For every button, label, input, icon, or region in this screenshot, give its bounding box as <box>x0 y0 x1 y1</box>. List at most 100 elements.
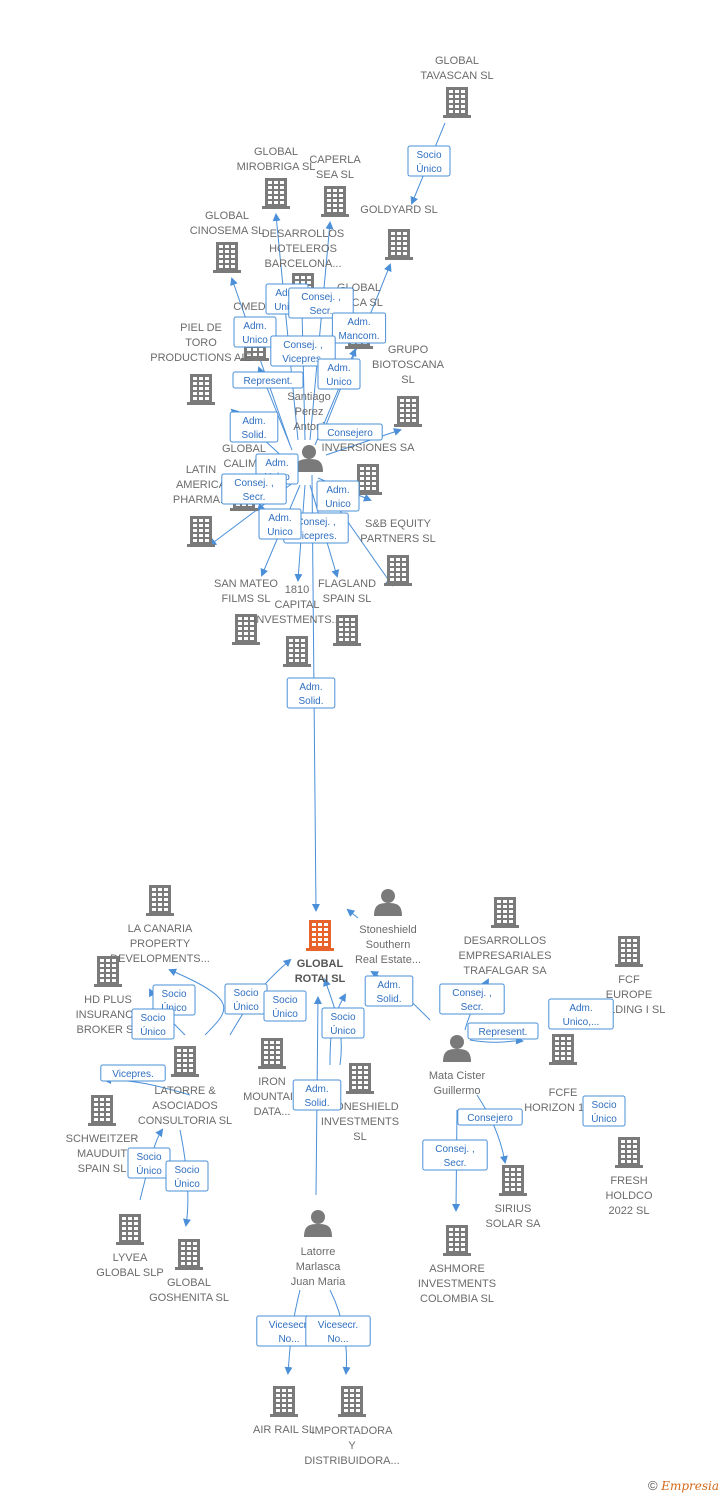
relation-badge[interactable]: Vicesecr.No... <box>305 1315 371 1347</box>
edge-21 <box>168 968 225 1036</box>
node-airrail[interactable]: AIR RAIL SL <box>253 1386 315 1436</box>
node-label: PROPERTY <box>130 938 191 950</box>
relation-badge[interactable]: Adm.Solid. <box>286 677 336 709</box>
relation-label: Socio <box>272 995 297 1006</box>
node-label: Antoni <box>293 421 324 433</box>
edge-10 <box>325 428 402 456</box>
edge-5 <box>230 277 291 446</box>
relation-label: Consej. , <box>234 478 273 489</box>
relation-badge[interactable]: Consej. ,Secr. <box>422 1139 488 1171</box>
relation-badge[interactable]: Consej. ,Secr. <box>221 473 287 505</box>
relation-badge[interactable]: Adm.Unico <box>317 358 361 390</box>
relation-badge[interactable]: Adm.Unico <box>258 508 302 540</box>
relation-label: Vicesecr. <box>269 1320 309 1331</box>
copyright-footer: © Empresia <box>648 1478 719 1493</box>
relation-badge[interactable]: Consejero <box>457 1108 523 1126</box>
node-label: Stoneshield <box>359 924 417 936</box>
relation-badge[interactable]: Represent. <box>232 371 304 389</box>
relation-badge[interactable]: Consejero <box>317 423 383 441</box>
node-inversiones[interactable]: INVERSIONES SA <box>322 442 416 495</box>
relation-badge[interactable]: Adm.Mancom. <box>331 312 387 344</box>
edge-3 <box>309 221 334 441</box>
node-latin[interactable]: LATINAMERICAPHARMA... <box>173 464 229 547</box>
relation-badge[interactable]: Adm.Solid. <box>229 411 279 443</box>
node-label: S&B EQUITY <box>365 518 432 530</box>
node-label: SL <box>353 1131 366 1143</box>
node-label: DISTRIBUIDORA... <box>304 1455 399 1467</box>
relation-label: Secr. <box>444 1158 467 1169</box>
node-label: Santiago <box>287 391 330 403</box>
relation-label: Unico <box>274 302 300 313</box>
node-importadora[interactable]: IMPORTADORAYDISTRIBUIDORA... <box>304 1386 400 1467</box>
relation-badge[interactable]: Consej. ,Secr. <box>439 983 505 1015</box>
relation-badge[interactable]: Represent. <box>467 1022 539 1040</box>
relation-badge[interactable]: Consej. ,Secr. <box>288 287 354 319</box>
building-icon <box>258 1038 286 1069</box>
node-label: AMERICA <box>176 479 227 491</box>
relation-label: Único <box>136 1164 162 1177</box>
node-ironmountain[interactable]: IRONMOUNTAINDATA... <box>243 1038 301 1118</box>
node-label: CONSULTORIA SL <box>138 1115 232 1127</box>
relation-label: Adm. <box>569 1003 592 1014</box>
node-goldyard[interactable]: GOLDYARD SL <box>360 204 438 260</box>
relation-badge[interactable]: Adm.Unico <box>233 316 277 348</box>
relation-label: Solid. <box>298 696 323 707</box>
relation-badge[interactable]: Adm.Solid. <box>364 975 414 1007</box>
brand-logo[interactable]: Empresia <box>661 1479 720 1493</box>
node-label: Real Estate... <box>355 954 421 966</box>
relation-badge[interactable]: Vicepres. <box>100 1064 166 1082</box>
node-label: SIRIUS <box>495 1203 532 1215</box>
relation-badge[interactable]: Adm.Unico,... <box>548 998 614 1030</box>
relation-label: Represent. <box>244 376 293 387</box>
relation-label: Unico <box>242 335 268 346</box>
relation-label: Consej. , <box>452 988 491 999</box>
node-label: INSURANCE <box>76 1009 141 1021</box>
node-capital1810[interactable]: 1810CAPITALINVESTMENTS... <box>253 584 341 667</box>
person-icon <box>374 889 402 916</box>
relation-badge[interactable]: Adm.Unico <box>316 480 360 512</box>
node-label: LA CANARIA <box>128 923 193 935</box>
building-icon <box>615 1137 643 1168</box>
relation-badge[interactable]: Adm.Solid. <box>292 1079 342 1111</box>
relation-badge[interactable]: Consej. ,Vicepres. <box>270 335 336 367</box>
node-label: INVESTMENTS <box>418 1278 496 1290</box>
edge-28 <box>469 1036 524 1045</box>
relation-label: Consejero <box>467 1113 513 1124</box>
node-label: EMPRESARIALES <box>459 950 552 962</box>
node-label: DEVELOPMENTS... <box>110 953 210 965</box>
node-lacanaria[interactable]: LA CANARIA PROPERTY DEVELOPMENTS... <box>110 885 210 965</box>
relation-label: Socio <box>136 1152 161 1163</box>
